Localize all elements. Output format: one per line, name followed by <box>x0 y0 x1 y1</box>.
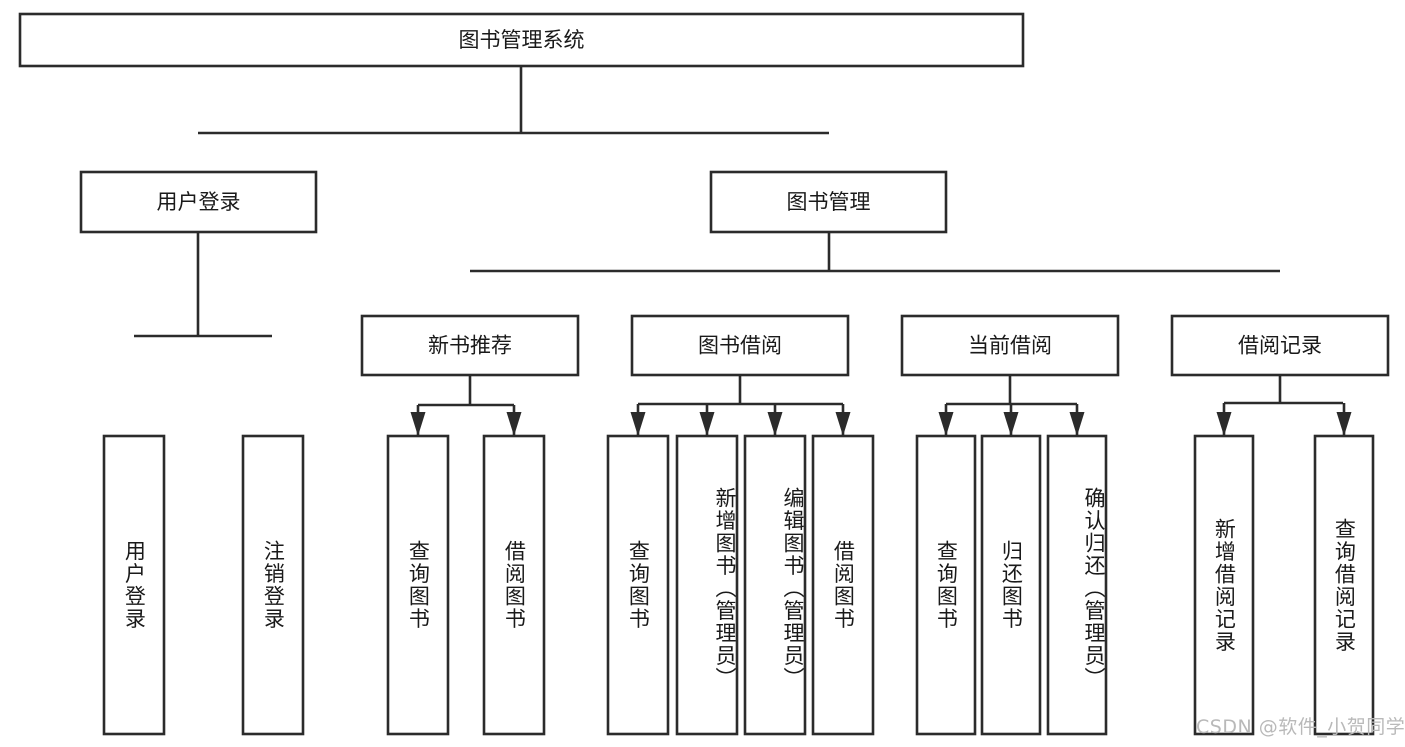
node-l_edit_book[interactable] <box>743 434 807 736</box>
node-box-n_user_login[interactable] <box>79 170 318 234</box>
node-label-root: 图书管理系统 <box>459 28 585 52</box>
node-l_query_book_a[interactable] <box>386 434 450 736</box>
node-l_borrow_book_a[interactable] <box>482 434 546 736</box>
node-box-n_current_borrow[interactable] <box>900 314 1120 377</box>
node-l_return_book[interactable] <box>980 434 1042 736</box>
node-n_current_borrow[interactable] <box>900 314 1120 377</box>
node-label-n_new_book_rec: 新书推荐 <box>428 334 512 358</box>
node-l_confirm_return[interactable] <box>1046 434 1108 736</box>
node-l_query_book_b[interactable] <box>606 434 670 736</box>
arrow-head-icon-l_confirm_return <box>1069 412 1085 436</box>
node-l_logout[interactable] <box>241 434 305 736</box>
node-box-n_book_borrow[interactable] <box>630 314 850 377</box>
node-box-layer <box>18 12 1390 736</box>
node-box-l_edit_book[interactable] <box>743 434 807 736</box>
node-box-n_book_manage[interactable] <box>709 170 948 234</box>
node-box-l_query_book_c[interactable] <box>915 434 977 736</box>
arrow-head-icon-l_return_book <box>1003 412 1019 436</box>
arrow-head-icon-l_edit_book <box>767 412 783 436</box>
node-box-l_logout[interactable] <box>241 434 305 736</box>
node-box-l_user_login[interactable] <box>102 434 166 736</box>
arrow-head-icon-l_query_book_a <box>410 412 426 436</box>
node-box-l_return_book[interactable] <box>980 434 1042 736</box>
node-l_query_book_c[interactable] <box>915 434 977 736</box>
node-box-root[interactable] <box>18 12 1025 68</box>
node-n_user_login[interactable] <box>79 170 318 234</box>
node-l_borrow_book_b[interactable] <box>811 434 875 736</box>
node-box-l_query_book_b[interactable] <box>606 434 670 736</box>
node-label-n_book_borrow: 图书借阅 <box>698 334 782 358</box>
arrow-head-icon-l_query_record <box>1336 412 1352 436</box>
node-box-n_borrow_record[interactable] <box>1170 314 1390 377</box>
node-label-n_borrow_record: 借阅记录 <box>1238 334 1322 358</box>
node-l_query_record[interactable] <box>1313 434 1375 736</box>
connector-layer <box>134 66 1352 436</box>
node-box-l_query_record[interactable] <box>1313 434 1375 736</box>
node-box-n_new_book_rec[interactable] <box>360 314 580 377</box>
node-l_add_book[interactable] <box>675 434 739 736</box>
node-box-l_borrow_book_a[interactable] <box>482 434 546 736</box>
node-box-l_confirm_return[interactable] <box>1046 434 1108 736</box>
csdn-watermark: CSDN @软件_小贺同学 <box>1196 716 1405 738</box>
arrow-head-icon-l_borrow_book_b <box>835 412 851 436</box>
node-n_book_manage[interactable] <box>709 170 948 234</box>
node-box-l_query_book_a[interactable] <box>386 434 450 736</box>
arrow-head-icon-l_borrow_book_a <box>506 412 522 436</box>
node-box-l_add_record[interactable] <box>1193 434 1255 736</box>
node-n_borrow_record[interactable] <box>1170 314 1390 377</box>
arrow-head-icon-l_add_book <box>699 412 715 436</box>
arrow-head-icon-l_query_book_b <box>630 412 646 436</box>
node-n_book_borrow[interactable] <box>630 314 850 377</box>
node-label-n_book_manage: 图书管理 <box>787 190 871 214</box>
node-label-n_current_borrow: 当前借阅 <box>968 334 1052 358</box>
node-box-l_borrow_book_b[interactable] <box>811 434 875 736</box>
node-root[interactable] <box>18 12 1025 68</box>
node-box-l_add_book[interactable] <box>675 434 739 736</box>
node-l_user_login[interactable] <box>102 434 166 736</box>
arrow-head-icon-l_query_book_c <box>938 412 954 436</box>
node-n_new_book_rec[interactable] <box>360 314 580 377</box>
node-label-n_user_login: 用户登录 <box>157 190 241 214</box>
node-l_add_record[interactable] <box>1193 434 1255 736</box>
arrow-head-icon-l_add_record <box>1216 412 1232 436</box>
